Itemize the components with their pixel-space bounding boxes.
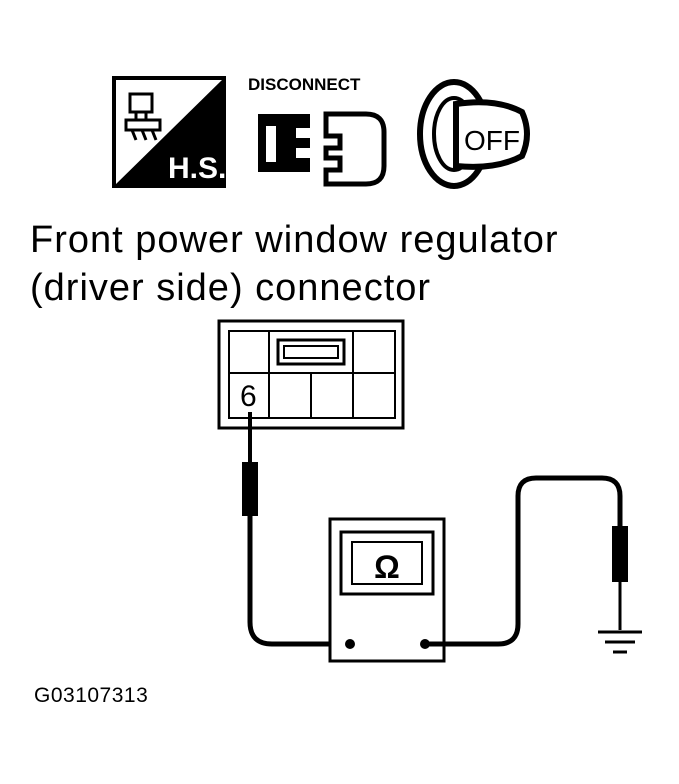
terminal-number: 6 [240,380,257,413]
meter-terminal-negative [345,639,355,649]
key-off-label: OFF [464,125,520,156]
ignition-key-off-icon: OFF [417,79,530,189]
probe-lead-left [242,412,350,647]
ground-icon [598,630,642,654]
connector-title-line-2: (driver side) connector [30,267,432,309]
hs-icon: H.S. [112,76,226,188]
disconnect-icon: DISCONNECT [248,75,387,187]
probe-lead-right [425,475,628,647]
figure-code: G03107313 [34,684,149,707]
connector-face [217,319,405,430]
connector-title-line-1: Front power window regulator [30,219,559,261]
disconnect-label: DISCONNECT [248,75,361,94]
ohmmeter [328,517,446,663]
ohm-symbol: Ω [374,549,400,585]
circuit-diagram: 6 Ω [217,319,642,663]
hs-label: H.S. [168,152,226,185]
